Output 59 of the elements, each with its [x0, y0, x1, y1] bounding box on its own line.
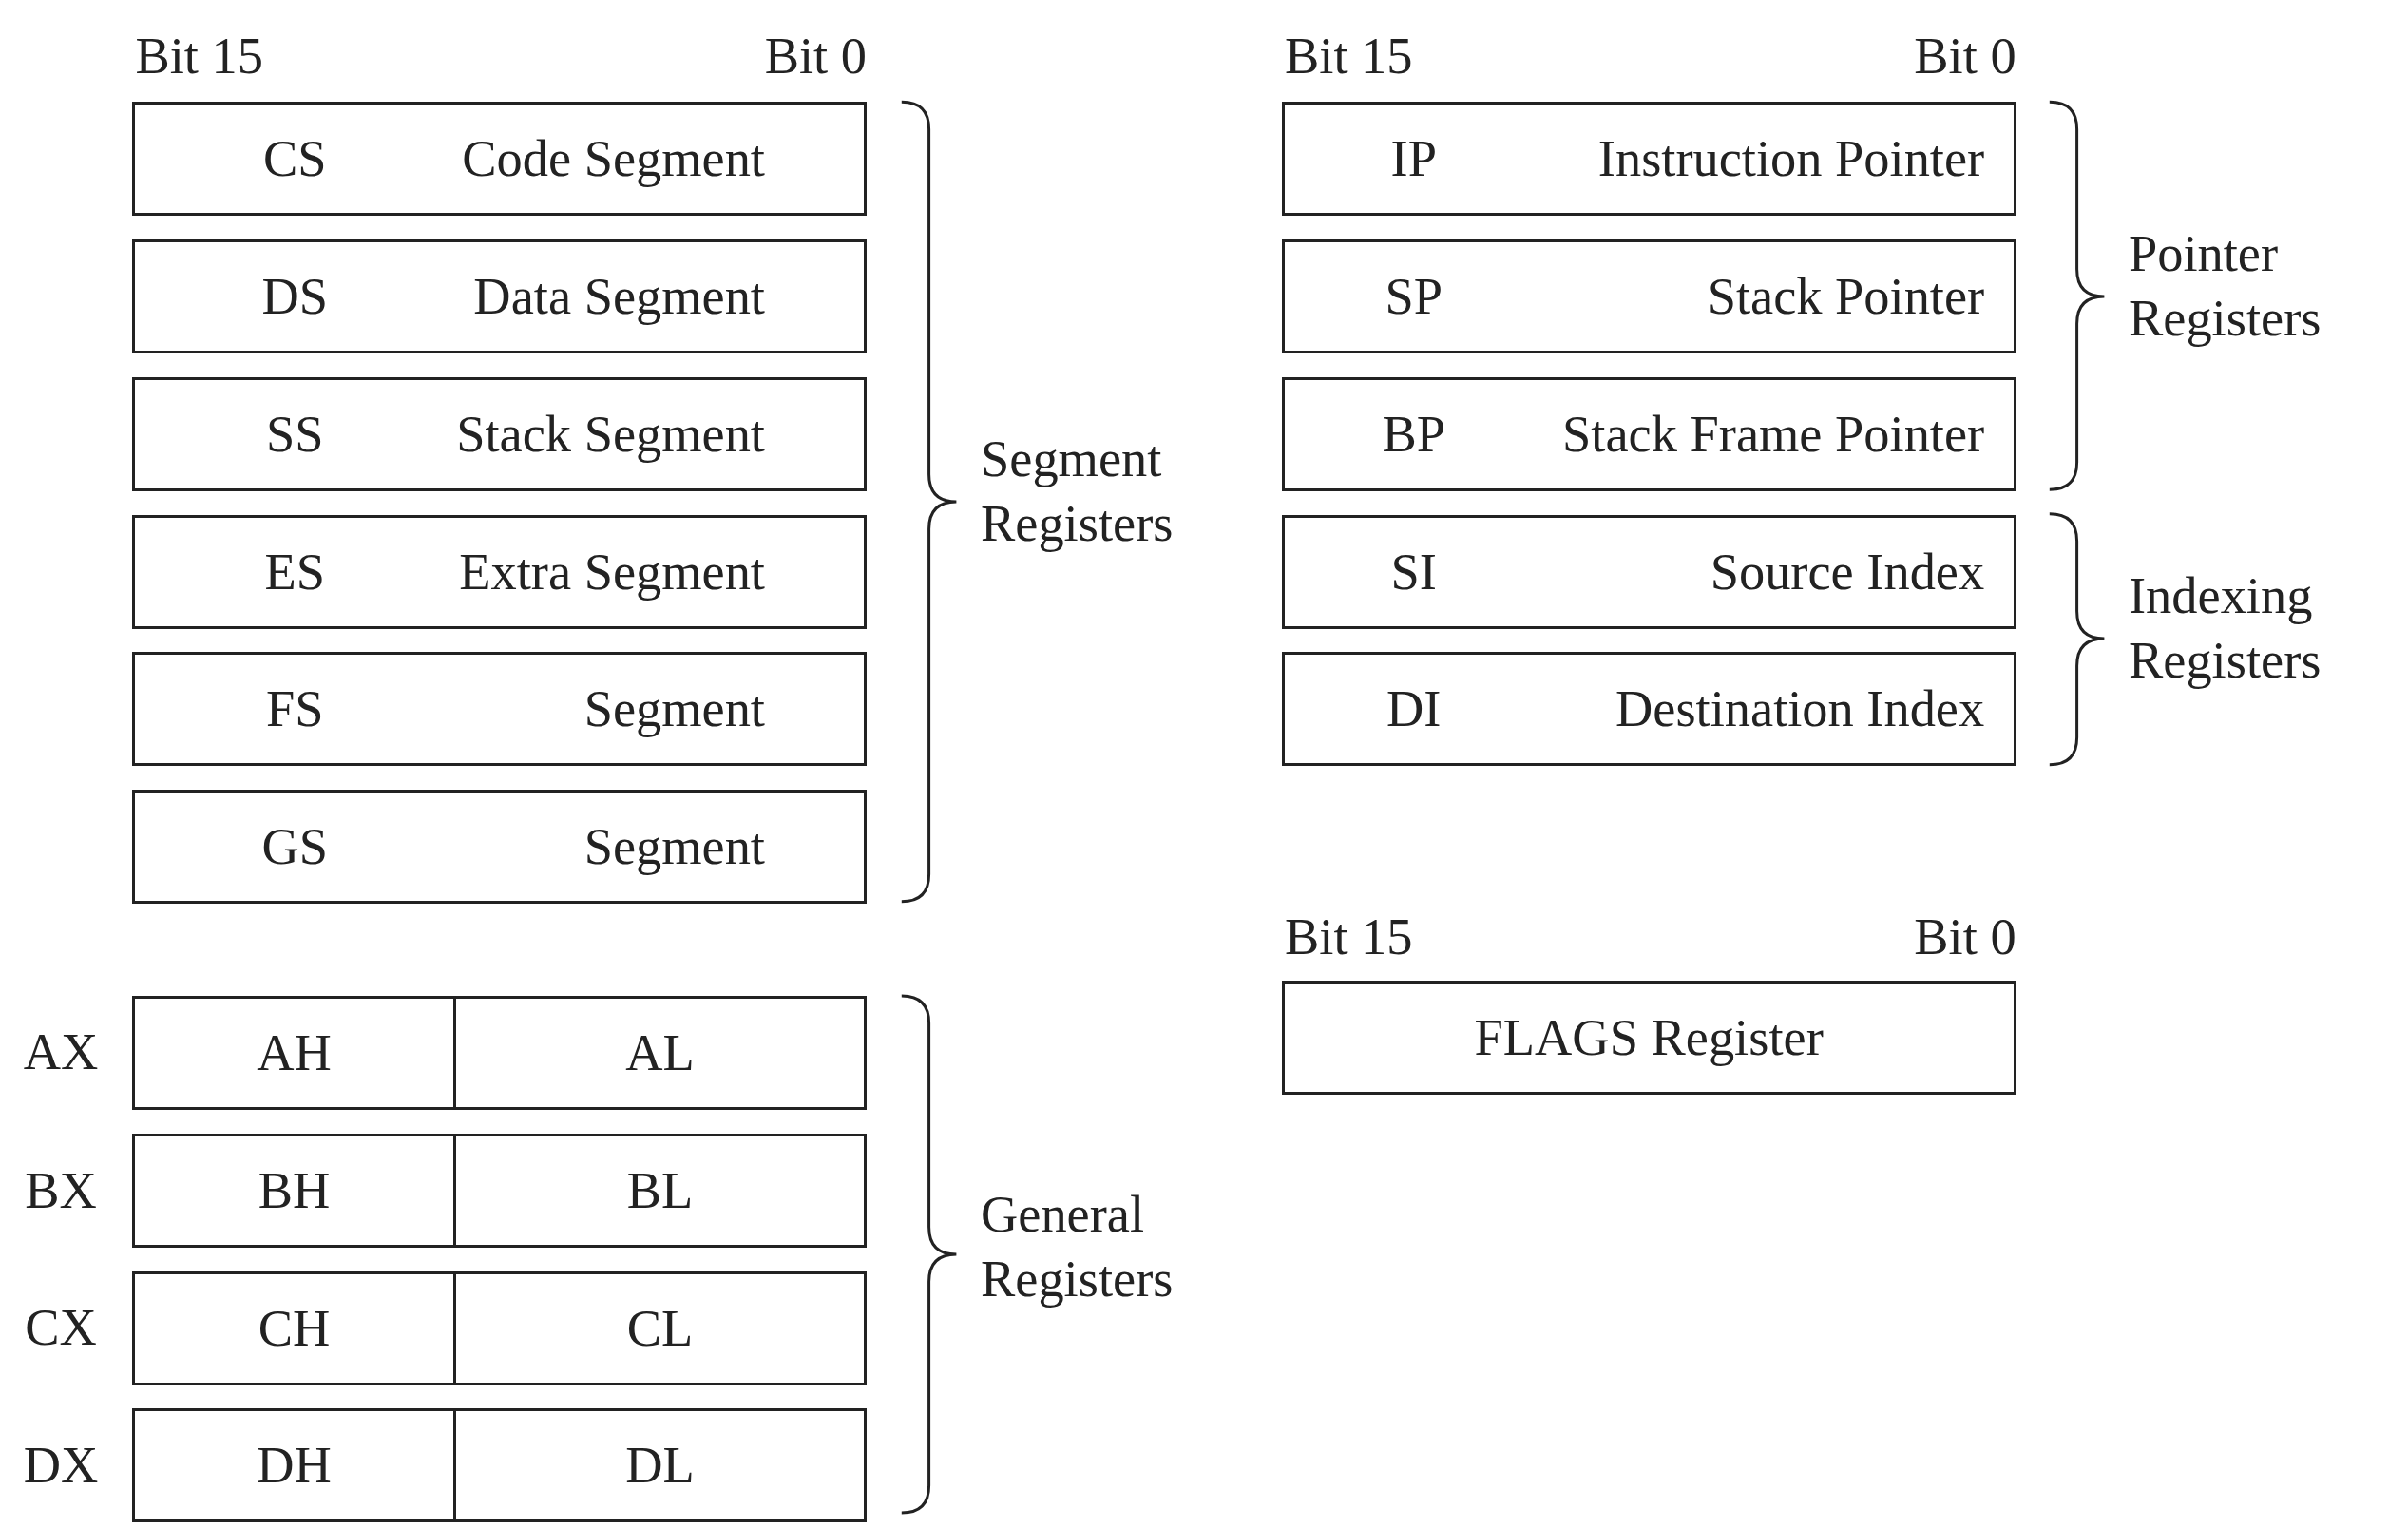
bit-label: Bit 0	[1914, 27, 2016, 87]
register-description: Stack Pointer	[1707, 270, 1985, 323]
register-box	[132, 652, 867, 767]
group-label: Segment Registers	[981, 429, 1175, 554]
register-box	[1281, 514, 2016, 629]
register-name: AL	[625, 1026, 695, 1079]
bit-label: Bit 0	[1914, 907, 2016, 967]
register-label: DX	[23, 1436, 99, 1497]
register-box	[1281, 981, 2016, 1095]
register-description: Instruction Pointer	[1597, 133, 1985, 185]
bit-label: Bit 15	[1285, 907, 1413, 967]
register-box	[132, 102, 867, 217]
register-name: AH	[257, 1026, 332, 1079]
register-description: Stack Frame Pointer	[1562, 408, 1985, 460]
register-name: SS	[265, 408, 324, 460]
register-description: Segment	[583, 683, 765, 735]
register-box	[132, 514, 867, 629]
register-label: AX	[23, 1022, 99, 1083]
group-label: Pointer Registers	[2129, 223, 2322, 349]
register-name: DS	[261, 270, 328, 323]
register-box	[132, 1133, 456, 1248]
register-description: Source Index	[1710, 545, 1985, 598]
register-box	[1281, 102, 2016, 217]
register-name: CL	[626, 1302, 694, 1354]
register-label: CX	[25, 1297, 97, 1358]
bit-label: Bit 0	[764, 27, 867, 87]
register-box	[132, 790, 867, 905]
register-name: BL	[626, 1164, 694, 1216]
register-description: Data Segment	[473, 270, 765, 323]
register-box	[132, 1270, 456, 1385]
register-box	[1281, 239, 2016, 353]
register-name: CS	[262, 133, 327, 185]
register-box	[132, 996, 456, 1110]
register-box	[132, 239, 867, 353]
group-label: Indexing Registers	[2129, 565, 2322, 691]
register-box	[1281, 652, 2016, 767]
bit-label: Bit 15	[135, 27, 263, 87]
register-name: DI	[1386, 683, 1442, 735]
register-description: Segment	[583, 821, 765, 873]
register-name: FLAGS Register	[1474, 1011, 1824, 1064]
register-name: IP	[1390, 133, 1437, 185]
register-name: BH	[258, 1164, 331, 1216]
register-name: FS	[265, 683, 324, 735]
register-name: ES	[264, 545, 325, 598]
register-name: DL	[625, 1440, 695, 1492]
register-box	[132, 1408, 456, 1523]
group-label: General Registers	[981, 1185, 1175, 1309]
register-box	[132, 376, 867, 491]
bit-label: Bit 15	[1285, 27, 1413, 87]
register-name: GS	[261, 821, 328, 873]
register-box	[1281, 376, 2016, 491]
register-name: SI	[1390, 545, 1437, 598]
register-name: CH	[258, 1302, 331, 1354]
register-label: BX	[25, 1160, 97, 1221]
register-description: Code Segment	[462, 133, 765, 185]
register-name: BP	[1382, 408, 1446, 460]
register-name: DH	[257, 1440, 332, 1492]
register-description: Destination Index	[1615, 683, 1985, 735]
register-name: SP	[1385, 270, 1443, 323]
